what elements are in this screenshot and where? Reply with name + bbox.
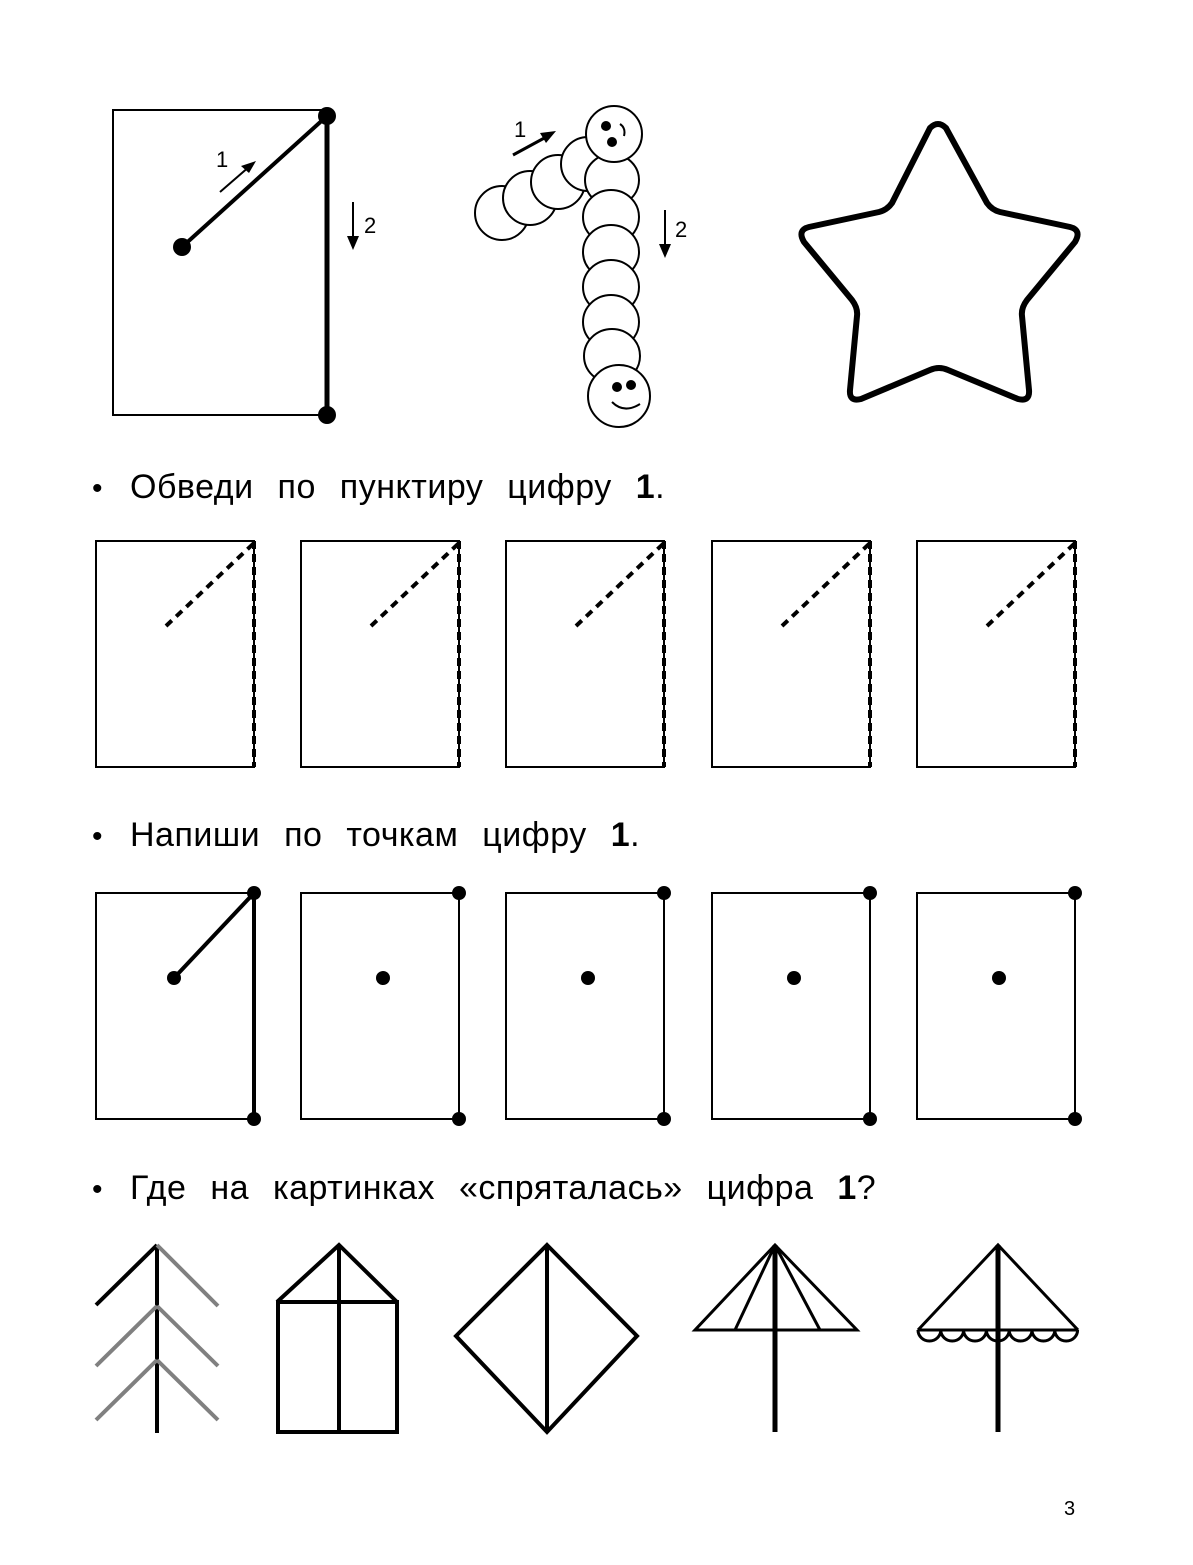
demo-step-2-label: 2 <box>364 213 377 238</box>
top-dot <box>863 886 877 900</box>
trace-box <box>300 540 461 768</box>
bottom-dot <box>452 1112 466 1126</box>
arrow-1-icon <box>219 165 251 193</box>
instruction-find: • Где на картинках «спряталась» цифра 1? <box>92 1168 876 1210</box>
caterpillar-digit-one <box>474 105 651 428</box>
trace-box <box>505 540 666 768</box>
dot-box <box>711 886 877 1126</box>
dashed-stroke-1 <box>164 541 256 628</box>
dashed-stroke-1 <box>780 541 872 628</box>
instruction-text: Обведи по пунктиру цифру <box>130 468 636 506</box>
dashed-stroke-1 <box>574 541 666 628</box>
instruction-digit: 1 <box>837 1169 857 1207</box>
dot-box <box>916 886 1082 1126</box>
start-dot <box>376 971 390 985</box>
instruction-digit: 1 <box>610 816 631 854</box>
caterpillar-arrows <box>512 131 671 258</box>
bullet-icon: • <box>92 472 104 505</box>
trace-box <box>916 540 1077 768</box>
start-dot <box>787 971 801 985</box>
dot-box <box>95 886 261 1126</box>
demo-digit-box <box>112 107 359 424</box>
page-number: 3 <box>1064 1498 1076 1520</box>
instruction-digit: 1 <box>635 468 656 506</box>
bullet-icon: • <box>92 820 104 853</box>
dot-box <box>300 886 466 1126</box>
top-dot <box>657 886 671 900</box>
kite-icon <box>453 1242 640 1435</box>
star-outline <box>798 121 1081 403</box>
umbrella-scalloped-icon <box>916 1242 1080 1432</box>
top-dot <box>1068 886 1082 900</box>
dashed-stroke-1 <box>369 541 461 628</box>
dashed-stroke-1 <box>985 541 1077 628</box>
caterpillar-head-bottom <box>587 364 651 428</box>
caterpillar-head-top <box>585 105 643 163</box>
instruction-text: Где на картинках «спряталась» цифра <box>130 1169 838 1207</box>
start-dot <box>581 971 595 985</box>
top-dot <box>247 886 261 900</box>
arrow-1-icon <box>512 134 549 157</box>
instruction-dots: • Напиши по точкам цифру 1. <box>92 815 640 857</box>
bottom-dot <box>863 1112 877 1126</box>
demo-stroke-1 <box>180 114 329 249</box>
worm-step-1-label: 1 <box>514 117 527 142</box>
bottom-dot <box>247 1112 261 1126</box>
start-dot <box>167 971 181 985</box>
top-dot <box>452 886 466 900</box>
umbrella-icon <box>691 1242 861 1432</box>
bottom-dot <box>657 1112 671 1126</box>
caterpillar-faces <box>601 121 641 410</box>
instruction-trace: • Обведи по пунктиру цифру 1. <box>92 467 665 509</box>
bottom-dot <box>1068 1112 1082 1126</box>
dot-boxes-row <box>95 886 1082 1126</box>
trace-boxes-row <box>95 540 1077 768</box>
demo-step-1-label: 1 <box>216 147 229 172</box>
worm-step-2-label: 2 <box>675 217 688 242</box>
instruction-end: . <box>630 816 641 854</box>
trace-box <box>711 540 872 768</box>
house-icon <box>275 1242 399 1434</box>
dot-box <box>505 886 671 1126</box>
instruction-end: . <box>655 468 666 506</box>
trace-box <box>95 540 256 768</box>
fir-tree-icon <box>94 1243 220 1433</box>
instruction-end: ? <box>856 1169 877 1207</box>
start-dot <box>992 971 1006 985</box>
bullet-icon: • <box>92 1173 104 1206</box>
instruction-text: Напиши по точкам цифру <box>130 816 611 854</box>
